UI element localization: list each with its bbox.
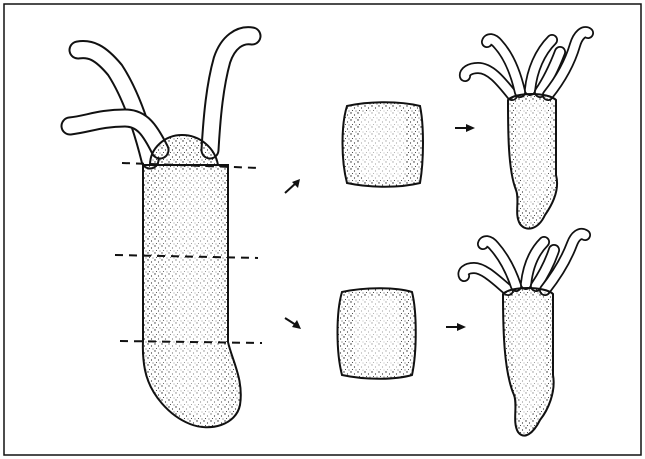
tentacle bbox=[463, 268, 508, 290]
arrow-to-regenerated-lower bbox=[446, 323, 466, 331]
arrow-to-lower-piece bbox=[285, 318, 301, 329]
body-piece-lower bbox=[338, 288, 416, 379]
body-piece-upper bbox=[343, 102, 424, 187]
regenerated-hydra-lower bbox=[463, 234, 585, 436]
regenerated-hydra-upper bbox=[465, 32, 588, 228]
tentacle-right bbox=[210, 36, 252, 150]
arrow-to-upper-piece bbox=[285, 179, 300, 193]
tentacle bbox=[465, 68, 512, 95]
cut-line-lower bbox=[120, 341, 262, 343]
tentacle-left-upper bbox=[78, 50, 150, 160]
hydra-intact bbox=[70, 36, 262, 428]
arrow-to-regenerated-upper bbox=[455, 124, 475, 132]
